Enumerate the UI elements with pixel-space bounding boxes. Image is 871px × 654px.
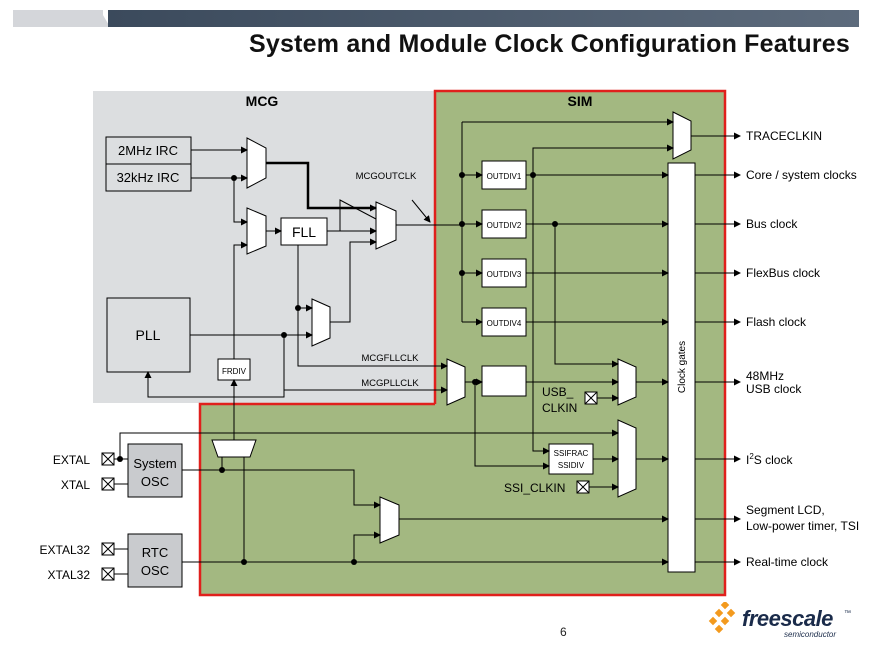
mux-usb (617, 358, 637, 406)
logo-word: freescale (742, 606, 833, 631)
fll-box (280, 217, 328, 246)
output-usb-line1: 48MHz (746, 369, 784, 383)
wire-pll-feedback (144, 335, 285, 398)
outdiv4-label: OUTDIV4 (487, 319, 522, 328)
header-bar-notch (100, 10, 110, 27)
mux-usb-src (446, 358, 466, 406)
mux-fll-in (246, 207, 267, 255)
clock-gates-box (667, 162, 696, 573)
wire-osc-to-i2s (119, 429, 619, 459)
logo-sub: semiconductor (784, 630, 837, 639)
output-usb-line2: USB clock (746, 382, 802, 396)
wire-32k-to-fllmux (233, 178, 248, 226)
outdiv1-box (481, 160, 527, 190)
xtal-pin (101, 477, 115, 491)
clock-gates-label: Clock gates (677, 341, 688, 393)
wire-sysosc-out (182, 469, 381, 509)
system-osc-box (127, 443, 183, 498)
mcgpllclk-label: MCGPLLCLK (361, 378, 419, 389)
ssi-clkin-pin (576, 480, 590, 494)
logo-mark-icon (708, 602, 736, 634)
extal32-label: EXTAL32 (40, 543, 91, 557)
wire-rtc-to-lcd (353, 531, 381, 562)
ssidiv-label: SSIDIV (558, 461, 585, 470)
output-i2s: I2S clock (746, 452, 793, 467)
mux-pll-fll (311, 298, 331, 347)
highlight-border (198, 89, 727, 597)
mcgoutclk-label: MCGOUTCLK (356, 171, 417, 182)
irc-2mhz-box (105, 136, 192, 165)
usb-clkin-pin (584, 391, 598, 405)
mux-lcd (379, 496, 400, 544)
outdiv4-box (481, 307, 527, 337)
header-bar-right (108, 10, 859, 27)
mux-i2s (617, 419, 637, 498)
wire-fll-up (327, 199, 377, 232)
irc-32khz-box (105, 163, 192, 192)
outdiv3-label: OUTDIV3 (487, 270, 522, 279)
rtc-osc-box (127, 533, 183, 588)
extal32-pin (101, 542, 115, 556)
wire-frdiv-to-fllmux (233, 241, 248, 359)
wire-irc-to-mcgout (266, 161, 377, 212)
system-osc-label-2: OSC (141, 474, 169, 489)
freescale-logo: freescale ™ semiconductor (708, 600, 858, 640)
pll-label: PLL (136, 327, 161, 343)
output-flexbus: FlexBus clock (746, 266, 821, 280)
irc-2mhz-label: 2MHz IRC (118, 143, 178, 158)
wire-core-to-trace (532, 144, 674, 175)
outdiv3-box (481, 258, 527, 288)
wire-pllmux-to-mcgout (330, 238, 377, 323)
mcg-label: MCG (246, 93, 279, 109)
system-osc-label-1: System (133, 456, 176, 471)
mux-trace (672, 111, 692, 160)
wire-mcgfllclk (297, 308, 448, 370)
header-bar-left (13, 10, 103, 27)
mux-osc-select (211, 439, 257, 458)
output-core-system: Core / system clocks (746, 168, 857, 182)
pll-box (106, 297, 191, 373)
extal-label: EXTAL (53, 453, 90, 467)
wire-usbsrc-to-ssi (474, 382, 550, 470)
usb-divider-box (481, 365, 527, 397)
xtal32-pin (101, 567, 115, 581)
outdiv2-box (481, 209, 527, 239)
wire-mcgout-arrow (411, 199, 431, 223)
logo-tm: ™ (844, 610, 851, 617)
rtc-osc-label-2: OSC (141, 563, 169, 578)
ssi-clkin-label: SSI_CLKIN (504, 481, 565, 495)
extal-pin (101, 452, 115, 466)
ssifrac-label: SSIFRAC (554, 449, 589, 458)
sim-label: SIM (568, 93, 593, 109)
frdiv-label: FRDIV (222, 367, 247, 376)
output-bus: Bus clock (746, 217, 798, 231)
wire-core-to-ssi (532, 175, 550, 455)
mcgfllclk-label: MCGFLLCLK (361, 353, 419, 364)
wire-bus-to-usb (554, 224, 619, 368)
usb-clkin-label-2: CLKIN (542, 401, 577, 415)
output-rtc: Real-time clock (746, 555, 829, 569)
rtc-osc-label-1: RTC (142, 545, 168, 560)
mux-irc (246, 137, 267, 189)
page-number: 6 (560, 625, 567, 639)
outdiv1-label: OUTDIV1 (487, 172, 522, 181)
output-lcd-line2: Low-power timer, TSI (746, 519, 859, 533)
sim-region (200, 91, 725, 595)
ssi-divider-box (548, 443, 594, 475)
fll-label: FLL (292, 224, 316, 240)
slide-title: System and Module Clock Configuration Fe… (249, 30, 850, 58)
outdiv2-label: OUTDIV2 (487, 221, 522, 230)
irc-32khz-label: 32kHz IRC (117, 170, 180, 185)
output-lcd-line1: Segment LCD, (746, 503, 825, 517)
usb-clkin-label-1: USB_ (542, 385, 574, 399)
output-traceclkin: TRACECLKIN (746, 129, 822, 143)
output-flash: Flash clock (746, 315, 807, 329)
xtal32-label: XTAL32 (48, 568, 91, 582)
xtal-label: XTAL (61, 478, 90, 492)
